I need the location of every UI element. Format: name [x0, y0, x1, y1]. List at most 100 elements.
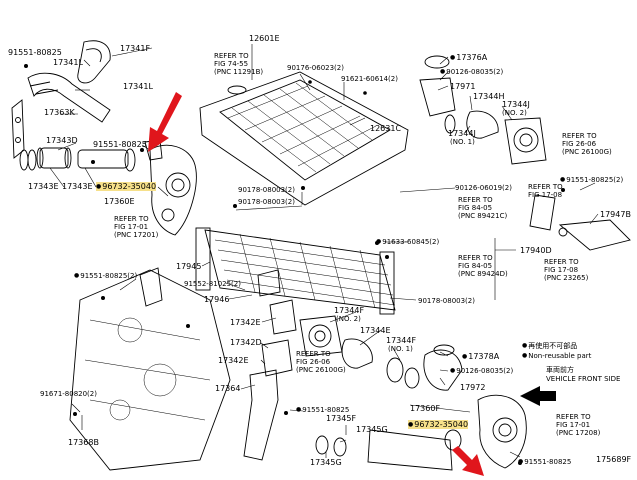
label-91633-60845: 91633-60845(2) [376, 238, 439, 246]
label-17368B: 17368B [68, 438, 99, 447]
pipe-17364 [243, 369, 279, 461]
hose-17344E [341, 338, 373, 369]
refer-fig-26-06-bottom: REFER TO FIG 26-06 (PNC 26100G) [296, 350, 346, 374]
refer-fig-17-01-bottom: REFER TO FIG 17-01 (PNC 17208) [556, 413, 601, 437]
refer-fig-17-08-bottom: REFER TO FIG 17-08 (PNC 23265) [544, 258, 589, 282]
label-17376A: 17376A [450, 53, 487, 62]
label-91621-60614: 91621-60614(2) [341, 75, 398, 83]
label-17344F-a-no: (NO. 2) [336, 315, 361, 323]
label-17343E-b: 17343E [62, 182, 93, 191]
label-91552-81025: 91552-81025(2) [184, 280, 241, 288]
label-96732-35040-top: 96732-35040 [96, 182, 157, 191]
label-17344F-b: 17344F [386, 336, 417, 345]
label-17364: 17364 [215, 384, 241, 393]
turbo-17360E [149, 144, 197, 236]
pipe-17342E [269, 299, 297, 335]
label-17378A: 17378A [462, 352, 499, 361]
refer-fig-17-01-top: REFER TO FIG 17-01 (PNC 17201) [114, 215, 159, 239]
label-90178-08003-a: 90178-08003(2) [238, 186, 295, 194]
label-17341L-a: 17341L [53, 58, 83, 67]
label-17363K: 17363K [44, 108, 75, 117]
label-17971: 17971 [450, 82, 476, 91]
refer-fig-74-55: REFER TO FIG 74-55 (PNC 11291B) [214, 52, 264, 76]
front-label-en: VEHICLE FRONT SIDE [546, 375, 621, 383]
label-17344J-a-no: (NO. 2) [502, 109, 527, 117]
label-90126-06019: 90126-06019(2) [455, 184, 512, 192]
bracket-17363K [11, 99, 25, 159]
pipe-17341L [27, 72, 111, 123]
legend-not-sold: 再使用不可部品 [522, 341, 591, 351]
label-17343E-a: 17343E [28, 182, 59, 191]
engine-cover-12601E [199, 71, 409, 206]
label-91551-80825-top: 91551-80825 [8, 48, 62, 57]
figure-id: 175689F [596, 455, 632, 464]
label-17946: 17946 [204, 295, 230, 304]
label-17360F: 17360F [410, 404, 441, 413]
label-17341L-b: 17341L [123, 82, 153, 91]
pipe-17972 [423, 349, 463, 391]
label-17345F: 17345F [326, 414, 357, 423]
label-90178-08003-c: 90178-08003(2) [418, 297, 475, 305]
refer-fig-84-05-a: REFER TO FIG 84-05 (PNC 89421C) [458, 196, 508, 220]
label-91551-80825-left: 91551-80825(2) [74, 272, 137, 280]
label-90126-08035-c: 90126-08035(2) [450, 367, 513, 375]
label-12631C: 12631C [370, 124, 402, 133]
label-17341F: 17341F [120, 44, 151, 53]
red-arrow-icon [452, 446, 484, 476]
label-91671-80820: 91671-80820(2) [40, 390, 97, 398]
label-91551-80825-bottom: 91551-80825 [296, 406, 349, 414]
label-17345G-b: 17345G [310, 458, 342, 467]
label-90176-06023: 90176-06023(2) [287, 64, 344, 72]
pipe-17343 [77, 149, 129, 169]
black-arrow-icon [520, 386, 556, 406]
legend: 再使用不可部品 Non-reusable part [522, 341, 591, 361]
label-17344J-a: 17344J [502, 100, 530, 109]
label-17343D: 17343D [46, 136, 78, 145]
label-91551-80825-bottom-right: 91551-80825 [518, 458, 571, 466]
engine-block [69, 269, 231, 471]
hose-17343D [39, 147, 69, 169]
red-arrow-icon [148, 92, 182, 152]
legend-non-reusable: Non-reusable part [522, 351, 591, 361]
label-17342E: 17342E [230, 318, 261, 327]
label-17940D: 17940D [520, 246, 552, 255]
label-17344F-a: 17344F [334, 306, 365, 315]
intercooler-17940D [204, 229, 396, 311]
label-17344E: 17344E [360, 326, 391, 335]
label-17344J-b: 17344J [448, 129, 476, 138]
label-17344F-b-no: (NO. 1) [388, 345, 413, 353]
label-17360E: 17360E [104, 197, 135, 206]
label-96732-35040-bottom: 96732-35040 [408, 420, 469, 429]
label-17945: 17945 [176, 262, 202, 271]
label-12601E: 12601E [249, 34, 280, 43]
label-90126-08035-a: 90126-08035(2) [440, 68, 503, 76]
refer-fig-26-06-top: REFER TO FIG 26-06 (PNC 26100G) [562, 132, 612, 156]
refer-fig-84-05-b: REFER TO FIG 84-05 (PNC 89424D) [458, 254, 508, 278]
pipe-17342D [261, 339, 293, 377]
hose-17344H [466, 110, 499, 139]
front-label-jp: 車両前方 [546, 366, 574, 374]
pipe-17345G [367, 429, 453, 471]
label-17342E-b: 17342E [218, 356, 249, 365]
label-17972: 17972 [460, 383, 486, 392]
intercooler-tank [195, 227, 211, 291]
label-91551-80825-right: 91551-80825(2) [560, 176, 623, 184]
front-label: 車両前方 VEHICLE FRONT SIDE [546, 366, 620, 384]
bracket-17946 [257, 269, 281, 297]
bracket-17945 [139, 267, 163, 307]
label-91551-80825-mid: 91551-80825 [93, 140, 147, 149]
refer-fig-17-08-top: REFER TO FIG 17-08 [528, 183, 563, 199]
label-17344H: 17344H [473, 92, 505, 101]
turbo-17360F [477, 394, 527, 469]
label-17342D: 17342D [230, 338, 262, 347]
pipe-17341F [77, 40, 111, 84]
pipe-17971 [419, 77, 456, 117]
label-17947B: 17947B [600, 210, 631, 219]
bracket-17947B [558, 219, 631, 251]
label-90178-08003-b: 90178-08003(2) [238, 198, 295, 206]
label-17344J-b-no: (NO. 1) [450, 138, 475, 146]
label-17345G-a: 17345G [356, 425, 388, 434]
throttle-body [504, 117, 547, 165]
